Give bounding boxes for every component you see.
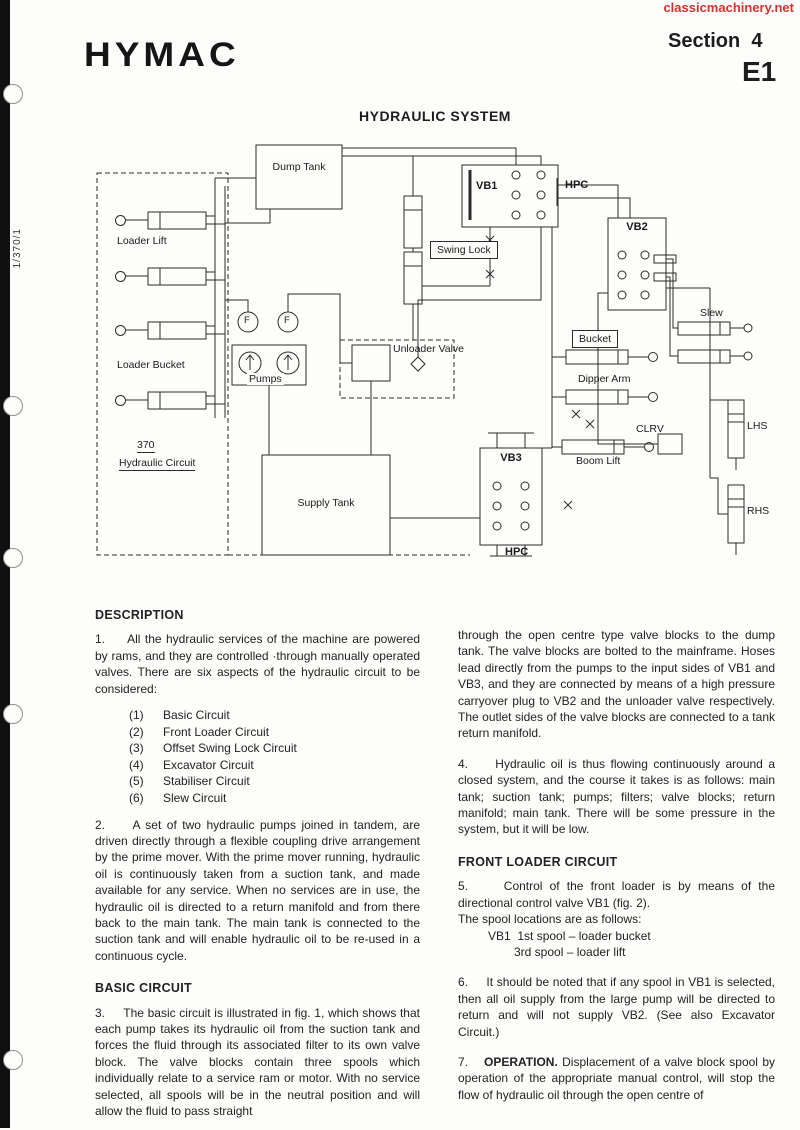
text-column-left: DESCRIPTION 1. All the hydraulic service…: [95, 607, 420, 1130]
lhs-stabiliser-ram: [727, 399, 745, 459]
filter-left-label: F: [244, 315, 250, 326]
spool-line-2: 3rd spool – loader lift: [514, 944, 626, 959]
list-item: (1) Basic Circuit: [95, 707, 420, 724]
hole-punch: [3, 396, 23, 416]
pumps-unit: [231, 344, 307, 386]
spool-locations-intro: The spool locations are as follows:: [458, 912, 642, 927]
list-item-label: Basic Circuit: [163, 708, 230, 723]
spool-line-1: VB1 1st spool – loader bucket: [488, 928, 651, 943]
clrv-box: [657, 433, 683, 455]
section-label: Section 4: [668, 30, 763, 52]
figure-number: 370: [137, 439, 155, 453]
list-item: (6) Slew Circuit: [95, 790, 420, 807]
hpc-bottom-label: HPC: [505, 546, 529, 558]
list-item-number: (5): [129, 774, 144, 789]
rhs-label: RHS: [747, 505, 770, 517]
dipper-arm-ram: [565, 389, 658, 405]
paragraph-7-number: 7.: [458, 1054, 469, 1069]
loader-lift-rams: [115, 211, 207, 286]
list-item: (5) Stabiliser Circuit: [95, 773, 420, 790]
list-item-label: Slew Circuit: [163, 791, 227, 805]
list-item-label: Front Loader Circuit: [163, 724, 270, 739]
list-item-label: Offset Swing Lock Circuit: [163, 741, 297, 756]
circuit-aspect-list: (1) Basic Circuit (2) Front Loader Circuit…: [95, 707, 420, 807]
hpc-top-label: HPC: [565, 179, 589, 191]
page-code: E1: [742, 56, 777, 87]
boom-lift-ram: [561, 439, 654, 455]
list-item-label: Excavator Circuit: [163, 757, 254, 772]
boom-lift-label: Boom Lift: [576, 455, 621, 467]
list-item-label: Stabiliser Circuit: [163, 774, 250, 789]
loader-lift-label: Loader Lift: [117, 235, 167, 247]
figure-caption: Hydraulic Circuit: [119, 457, 196, 471]
hole-punch: [3, 704, 23, 724]
vb3-label: VB3: [500, 452, 522, 464]
supply-tank-box: [261, 454, 391, 556]
closed-line-cross-marks: [485, 235, 595, 510]
hole-punch: [3, 548, 23, 568]
swing-lock-cylinders: [403, 195, 423, 305]
hymac-logo: HYMAC: [84, 35, 240, 74]
pumps-label: Pumps: [247, 373, 284, 385]
description-heading: DESCRIPTION: [95, 608, 184, 622]
paragraph-6: 6. It should be noted that if any spool …: [458, 975, 775, 1039]
list-item: (3) Offset Swing Lock Circuit: [95, 740, 420, 757]
basic-circuit-heading: BASIC CIRCUIT: [95, 981, 192, 996]
list-item-number: (2): [129, 724, 144, 739]
paragraph-2: 2. A set of two hydraulic pumps joined i…: [95, 817, 420, 963]
paragraph-7-keyword: OPERATION.: [484, 1054, 558, 1069]
paragraph-5: 5. Control of the front loader is by mea…: [458, 879, 775, 910]
vb2-label: VB2: [626, 221, 648, 233]
vb1-label: VB1: [476, 180, 498, 192]
front-loader-heading: FRONT LOADER CIRCUIT: [458, 854, 618, 869]
page-binding-bar: [0, 0, 23, 1128]
vb3-block: [479, 447, 543, 546]
hole-punch: [3, 84, 23, 104]
swing-lock-label: Swing Lock: [430, 241, 498, 259]
paragraph-1: 1. All the hydraulic services of the mac…: [95, 632, 420, 696]
rhs-stabiliser-ram: [727, 484, 745, 544]
list-item-number: (6): [129, 791, 144, 805]
dipper-arm-label: Dipper Arm: [578, 373, 631, 385]
loader-bucket-rams: [115, 321, 207, 410]
filter-right-label: F: [284, 315, 290, 326]
slew-rams: [677, 321, 753, 364]
text-column-right: through the open centre type valve block…: [458, 627, 775, 1113]
slew-label: Slew: [700, 307, 723, 319]
paragraph-4: 4. Hydraulic oil is thus flowing continu…: [458, 756, 775, 837]
list-item-number: (1): [129, 708, 144, 723]
dump-tank-label: Dump Tank: [272, 161, 326, 173]
lhs-label: LHS: [747, 420, 768, 432]
list-item: (4) Excavator Circuit: [95, 757, 420, 774]
unloader-valve-symbol: [351, 344, 426, 382]
hole-punch: [3, 1050, 23, 1070]
list-item-number: (4): [129, 757, 144, 772]
paragraph-7-text: Displacement of a valve block spool by o…: [458, 1054, 775, 1102]
paragraph-3-continued: through the open centre type valve block…: [458, 628, 775, 741]
supply-tank-label: Supply Tank: [297, 497, 355, 509]
watermark: classicmachinery.net: [663, 0, 794, 15]
unloader-valve-label: Unloader Valve: [393, 343, 465, 355]
paragraph-3: 3. The basic circuit is illustrated in f…: [95, 1005, 420, 1119]
vb1-block: [461, 164, 559, 228]
list-item: (2) Front Loader Circuit: [95, 724, 420, 741]
list-item-number: (3): [129, 741, 144, 756]
clrv-label: CLRV: [636, 423, 664, 435]
paragraph-7: 7. OPERATION. Displacement of a valve blo…: [458, 1054, 775, 1103]
dump-tank-box: [255, 144, 343, 210]
bucket-label: Bucket: [572, 330, 619, 348]
bucket-ram: [565, 349, 658, 365]
loader-bucket-label: Loader Bucket: [117, 359, 185, 371]
filter-symbols: [237, 311, 299, 333]
hydraulic-circuit-lines: [96, 144, 753, 557]
page-title: HYDRAULIC SYSTEM: [359, 108, 511, 124]
vb2-block: [607, 217, 677, 311]
